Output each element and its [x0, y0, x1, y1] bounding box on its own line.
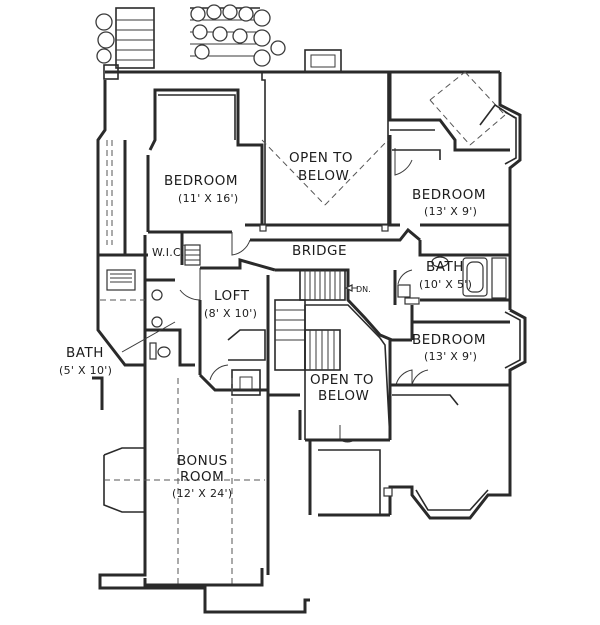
bath-right-size: (10' X 5') [419, 278, 472, 291]
bonus-room-label-2: ROOM [180, 469, 224, 485]
chimney [304, 49, 342, 73]
bath-right-label: BATH [426, 259, 464, 275]
open-to-below-top [259, 72, 390, 232]
bonus-room-size: (12' X 24') [172, 487, 232, 500]
left-wing-partitions [98, 140, 195, 367]
right-wing-walls [388, 71, 516, 511]
open-mid-label-1: OPEN TO [310, 372, 374, 388]
bridge-label: BRIDGE [292, 243, 347, 259]
open-mid-label-2: BELOW [318, 388, 369, 404]
bedroom-left-label: BEDROOM [164, 173, 238, 189]
exterior-walls [96, 70, 527, 614]
bonus-room-label-1: BONUS [177, 453, 228, 469]
bedroom-left-walls [146, 88, 264, 234]
bedroom-right1-size: (13' X 9') [424, 205, 477, 218]
tree-shrubs [95, 4, 286, 67]
open-top-label-1: OPEN TO [289, 150, 353, 166]
bedroom-right1-label: BEDROOM [412, 187, 486, 203]
deck-area [103, 7, 260, 80]
loft-walls [198, 258, 276, 396]
staircase [274, 269, 358, 371]
stairs-down-label: DN. [356, 285, 371, 294]
loft-label: LOFT [214, 288, 250, 304]
open-to-below-mid [304, 304, 393, 515]
loft-size: (8' X 10') [204, 307, 257, 320]
bedroom-right2-label: BEDROOM [412, 332, 486, 348]
wic-label: W.I.C. [152, 246, 185, 259]
bedroom-right2-size: (13' X 9') [424, 350, 477, 363]
bath-left-size: (5' X 10') [59, 364, 112, 377]
bath-leader [92, 321, 176, 410]
open-top-label-2: BELOW [298, 168, 349, 184]
bonus-room-dashes [104, 378, 265, 587]
left-bath-fixtures [106, 244, 201, 360]
bath-left-label: BATH [66, 345, 104, 361]
bedroom-left-size: (11' X 16') [178, 192, 238, 205]
